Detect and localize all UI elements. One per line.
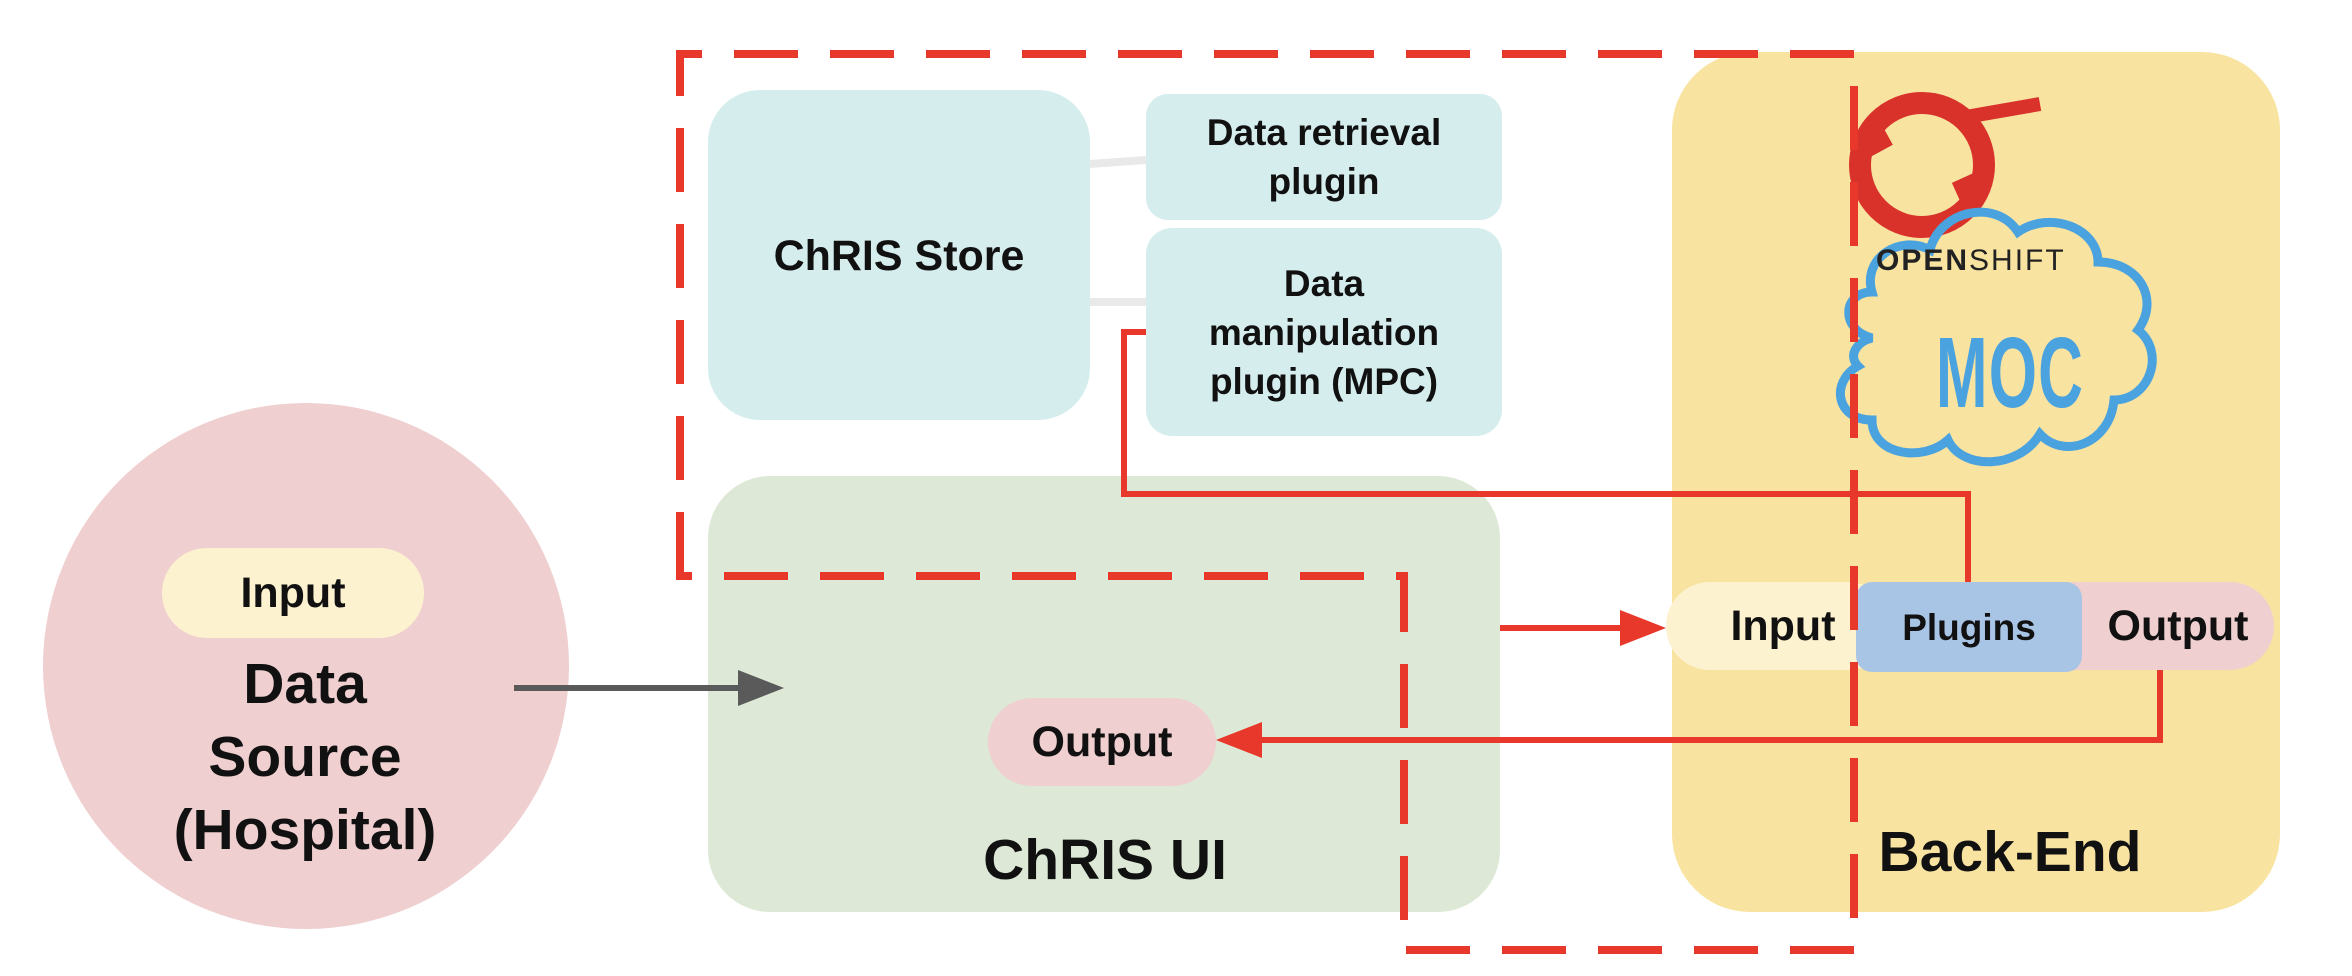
backend-plugins-box xyxy=(1856,582,2082,672)
mpc-to-plugins-line xyxy=(1121,329,1971,582)
data-retrieval-plugin-label: Data retrieval plugin xyxy=(1206,112,1442,202)
chris-ui-title: ChRIS UI xyxy=(983,827,1227,892)
data-source-input-pill xyxy=(162,548,424,638)
data-manipulation-plugin-label: Data manipulation plugin (MPC) xyxy=(1208,262,1440,402)
openshift-logo-icon xyxy=(1849,92,2042,238)
backend-output-label: Output xyxy=(2107,602,2249,650)
data-retrieval-plugin-box xyxy=(1146,94,1502,220)
chris-ui-box xyxy=(708,476,1500,912)
chris-ui-output-label: Output xyxy=(1031,718,1173,766)
chris-store-title: ChRIS Store xyxy=(773,232,1025,280)
data-source-input-label: Input xyxy=(240,569,346,617)
backend-plugins-label: Plugins xyxy=(1902,606,2036,648)
data-manipulation-plugin-box xyxy=(1146,228,1502,436)
chris-store-box xyxy=(708,90,1090,420)
backend-output-pill xyxy=(2030,582,2274,670)
red-dashed-boundary xyxy=(676,50,1858,954)
backend-input-pill xyxy=(1666,582,1892,670)
data-source-circle xyxy=(43,403,569,929)
store-connector-1 xyxy=(1089,156,1147,168)
moc-logo-text: MOC xyxy=(1935,317,2085,429)
backend-output-to-ui-line xyxy=(1252,670,2163,743)
chris-ui-output-pill xyxy=(988,698,1216,786)
moc-cloud-logo-icon xyxy=(1836,207,2157,467)
backend-input-label: Input xyxy=(1730,602,1836,650)
data-source-title: Data Source (Hospital) xyxy=(173,651,437,862)
backend-title: Back-End xyxy=(1878,819,2142,884)
openshift-wordmark: OPENSHIFT xyxy=(1876,244,2066,277)
